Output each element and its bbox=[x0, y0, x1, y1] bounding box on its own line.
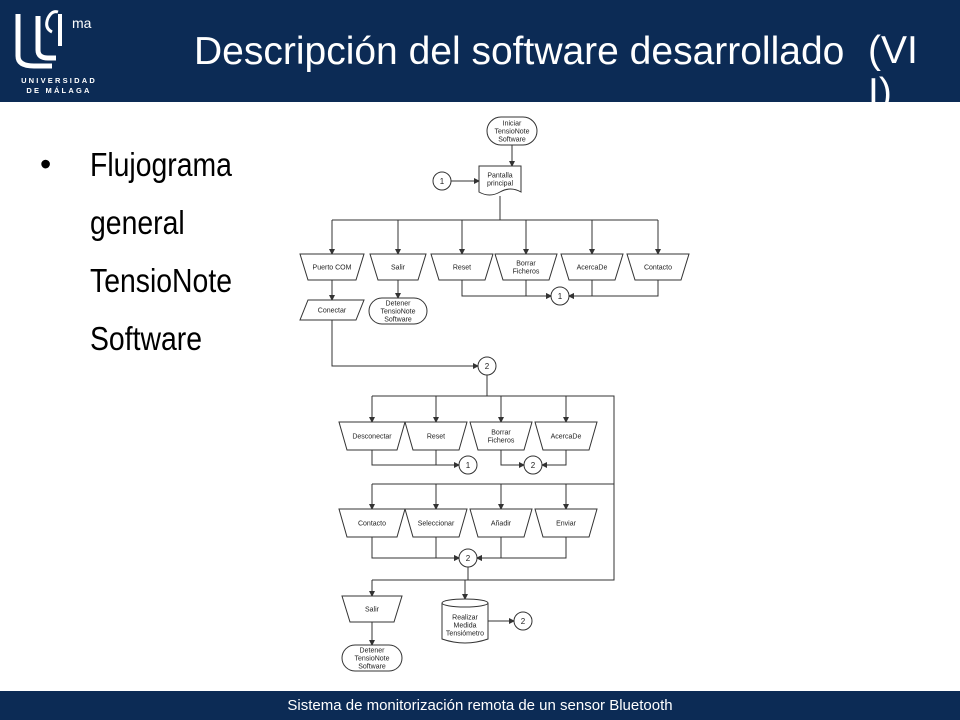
flow-node-conectar: Conectar bbox=[299, 299, 365, 321]
page-title-number: (VII) bbox=[868, 29, 918, 114]
flow-node-m2: Salir bbox=[369, 253, 427, 281]
flow-connector-c_main: 1 bbox=[432, 171, 452, 191]
flow-node-m3: Reset bbox=[430, 253, 494, 281]
flow-node-label: Reset bbox=[453, 265, 471, 272]
flow-node-label: Salir bbox=[391, 265, 406, 272]
footer-bar: Sistema de monitorización remota de un s… bbox=[0, 691, 960, 720]
flow-node-m6: Contacto bbox=[626, 253, 690, 281]
flow-node-d2: Reset bbox=[404, 421, 468, 451]
flow-connector-c_med: 2 bbox=[513, 611, 533, 631]
flow-connector-c_d1: 1 bbox=[458, 455, 478, 475]
flow-node-label: AcercaDe bbox=[551, 434, 582, 441]
bullet-dot-icon: • bbox=[40, 146, 52, 182]
flow-node-m5: AcercaDe bbox=[560, 253, 624, 281]
flow-node-label: Desconectar bbox=[352, 434, 392, 441]
flow-node-d4: AcercaDe bbox=[534, 421, 598, 451]
flow-connector-label: 2 bbox=[466, 554, 471, 563]
flow-connector-c_d2: 2 bbox=[523, 455, 543, 475]
flow-connector-label: 1 bbox=[466, 461, 471, 470]
bullet-text: Flujograma general TensioNote Software bbox=[90, 146, 232, 357]
header-bar: ma UNIVERSIDAD DE MÁLAGA Descripción del… bbox=[0, 0, 960, 114]
flow-connector-c_row1: 1 bbox=[550, 286, 570, 306]
page-title: Descripción del software desarrollado bbox=[194, 30, 845, 73]
flow-node-label: Reset bbox=[427, 434, 445, 441]
flow-node-label: Enviar bbox=[556, 521, 577, 528]
flow-connector-label: 1 bbox=[558, 292, 563, 301]
university-logo: ma UNIVERSIDAD DE MÁLAGA bbox=[12, 6, 106, 98]
bullet-item: • Flujograma general TensioNote Software bbox=[40, 136, 272, 368]
flow-node-label: Seleccionar bbox=[418, 521, 455, 528]
flow-connector-label: 2 bbox=[531, 461, 536, 470]
flow-connector-c_e: 2 bbox=[458, 548, 478, 568]
flow-node-label: Puerto COM bbox=[313, 265, 352, 272]
flow-node-label: AcercaDe bbox=[577, 265, 608, 272]
flow-connector-label: 2 bbox=[521, 617, 526, 626]
flow-connector-c_2a: 2 bbox=[477, 356, 497, 376]
logo-mark-icon: ma bbox=[12, 6, 106, 76]
flow-node-d1: Desconectar bbox=[338, 421, 406, 451]
flow-node-salir2: Salir bbox=[341, 595, 403, 623]
flow-node-m1: Puerto COM bbox=[299, 253, 365, 281]
flow-node-label: Contacto bbox=[644, 265, 672, 272]
flow-node-e1: Contacto bbox=[338, 508, 406, 538]
flow-node-label: Añadir bbox=[491, 521, 512, 528]
flow-connector-label: 1 bbox=[440, 177, 445, 186]
flow-node-label: Salir bbox=[365, 607, 380, 614]
logo-ma-text: ma bbox=[72, 15, 92, 31]
flow-node-label: Contacto bbox=[358, 521, 386, 528]
flow-node-e4: Enviar bbox=[534, 508, 598, 538]
flow-node-e2: Seleccionar bbox=[404, 508, 468, 538]
footer-text: Sistema de monitorización remota de un s… bbox=[287, 697, 673, 714]
bullet-list: • Flujograma general TensioNote Software bbox=[40, 136, 272, 368]
flow-node-e3: Añadir bbox=[469, 508, 533, 538]
flow-connector-label: 2 bbox=[485, 362, 490, 371]
flow-node-label: Conectar bbox=[318, 308, 347, 315]
university-name: UNIVERSIDAD DE MÁLAGA bbox=[21, 76, 97, 95]
